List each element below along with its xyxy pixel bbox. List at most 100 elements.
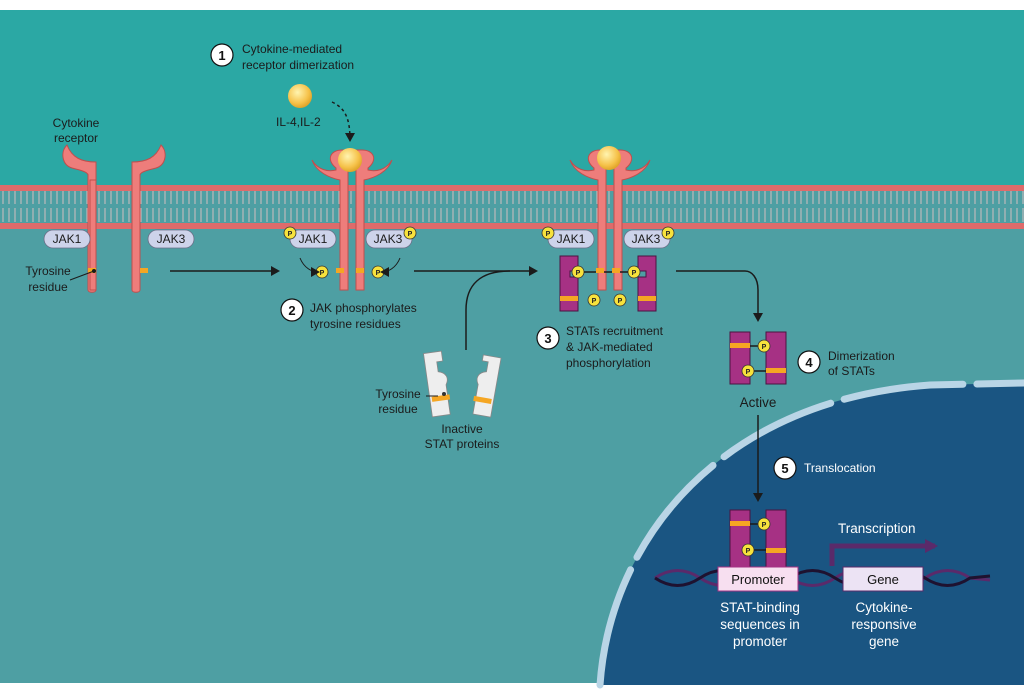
svg-text:P: P: [288, 231, 293, 238]
tyrosine-label-line1: Tyrosine: [25, 264, 71, 278]
step-5-badge: 5: [773, 456, 797, 480]
inactive-tyrosine-label-line2: residue: [378, 402, 418, 416]
svg-text:P: P: [592, 298, 597, 305]
svg-text:P: P: [546, 231, 551, 238]
stat-binding-line1: STAT-binding: [720, 600, 800, 615]
step-3-text-line2: & JAK-mediated: [566, 340, 653, 354]
svg-text:P: P: [632, 270, 637, 277]
transcription-arrow: [829, 539, 938, 566]
jak1-label: JAK1: [53, 232, 82, 246]
step-1-badge: 1: [210, 43, 234, 67]
step-1-text-line2: receptor dimerization: [242, 58, 354, 72]
stat-recruited-pair: P P P P: [559, 255, 657, 312]
jak3-3: JAK3: [623, 229, 671, 249]
phosphate: P: [587, 293, 601, 307]
step-4-text-line2: of STATs: [828, 364, 875, 378]
phosphate: P: [541, 226, 555, 240]
stat-binding-line3: promoter: [733, 634, 788, 649]
jak1-2: JAK1: [289, 229, 337, 249]
svg-text:P: P: [576, 270, 581, 277]
active-stat-dimer: P P: [729, 331, 787, 385]
svg-text:Gene: Gene: [867, 572, 899, 587]
nucleus: [596, 379, 1024, 689]
inactive-stat-label-line1: Inactive: [441, 422, 483, 436]
svg-text:P: P: [762, 522, 767, 529]
phosphate: P: [613, 293, 627, 307]
responsive-gene-line1: Cytokine-: [855, 600, 912, 615]
phosphate: P: [403, 226, 417, 240]
phosphate: P: [757, 339, 771, 353]
cytokine-receptor-right: [131, 144, 166, 293]
tyrosine-residue-left: [88, 268, 96, 273]
svg-text:P: P: [666, 231, 671, 238]
svg-text:P: P: [376, 270, 381, 277]
inactive-tyrosine-label-line1: Tyrosine: [375, 387, 421, 401]
svg-text:P: P: [746, 369, 751, 376]
responsive-gene-line3: gene: [869, 634, 899, 649]
active-label: Active: [740, 395, 777, 410]
phosphate: P: [571, 265, 585, 279]
jak3-label: JAK3: [632, 232, 661, 246]
svg-text:3: 3: [544, 331, 551, 346]
step-2-text-line1: JAK phosphorylates: [310, 301, 417, 315]
receptor-label-line2: receptor: [54, 131, 98, 145]
receptor-label-line1: Cytokine: [53, 116, 100, 130]
tyrosine-residue-right: [140, 268, 148, 273]
tyrosine-label-line2: residue: [28, 280, 68, 294]
step-3-text-line3: phosphorylation: [566, 356, 651, 370]
jak1-label: JAK1: [299, 232, 328, 246]
tyrosine-leader: [69, 270, 95, 281]
gene-box: Gene: [842, 566, 924, 592]
jak1-label: JAK1: [557, 232, 586, 246]
svg-text:P: P: [746, 548, 751, 555]
bound-cytokine-3: [597, 146, 621, 170]
phosphate: P: [741, 543, 755, 557]
jak3-label: JAK3: [374, 232, 403, 246]
step-5-text: Translocation: [804, 461, 876, 475]
inactive-stat-proteins: [423, 350, 502, 418]
stat-binding-line2: sequences in: [720, 617, 800, 632]
step-4-text-line1: Dimerization: [828, 349, 895, 363]
jak3-label: JAK3: [157, 232, 186, 246]
cytokine-label: IL-4,IL-2: [276, 115, 321, 129]
cell-membrane: [0, 185, 1024, 229]
stat-dimer-on-promoter: P P: [729, 509, 787, 569]
svg-text:P: P: [618, 298, 623, 305]
extracellular-space: [0, 10, 1024, 190]
step-2-badge: 2: [280, 298, 304, 322]
step-3-badge: 3: [536, 326, 560, 350]
phosphate: P: [757, 517, 771, 531]
tyrosine-residue: [356, 268, 364, 273]
phospho-group: P P P P P P: [283, 226, 675, 279]
phosphorylation-arrow: [380, 257, 401, 277]
step-1-text-line1: Cytokine-mediated: [242, 42, 342, 56]
jak3-1: JAK3: [147, 229, 195, 249]
step-4-badge: 4: [797, 350, 821, 374]
phosphate: P: [661, 226, 675, 240]
phosphate: P: [283, 226, 297, 240]
promoter-box: Promoter: [717, 566, 799, 592]
free-cytokine: [288, 84, 312, 108]
jak1-1: JAK1: [43, 229, 91, 249]
svg-text:P: P: [320, 270, 325, 277]
svg-text:2: 2: [288, 303, 295, 318]
step-3-text-line1: STATs recruitment: [566, 324, 664, 338]
cytokine-receptor-left: [62, 144, 97, 293]
dna-double-helix: [654, 569, 991, 587]
process-arrows: [170, 101, 763, 502]
phosphate: P: [741, 364, 755, 378]
svg-text:1: 1: [218, 48, 225, 63]
phosphate: P: [627, 265, 641, 279]
tyrosine-marker: [92, 269, 96, 273]
jak1-3: JAK1: [547, 229, 595, 249]
tyrosine-residue: [336, 268, 344, 273]
jak3-2: JAK3: [365, 229, 413, 249]
transcription-label: Transcription: [838, 521, 916, 536]
inactive-stat-label-line2: STAT proteins: [425, 437, 500, 451]
svg-text:Promoter: Promoter: [731, 572, 785, 587]
svg-text:P: P: [408, 231, 413, 238]
bound-cytokine-2: [338, 148, 362, 172]
svg-text:4: 4: [805, 355, 813, 370]
